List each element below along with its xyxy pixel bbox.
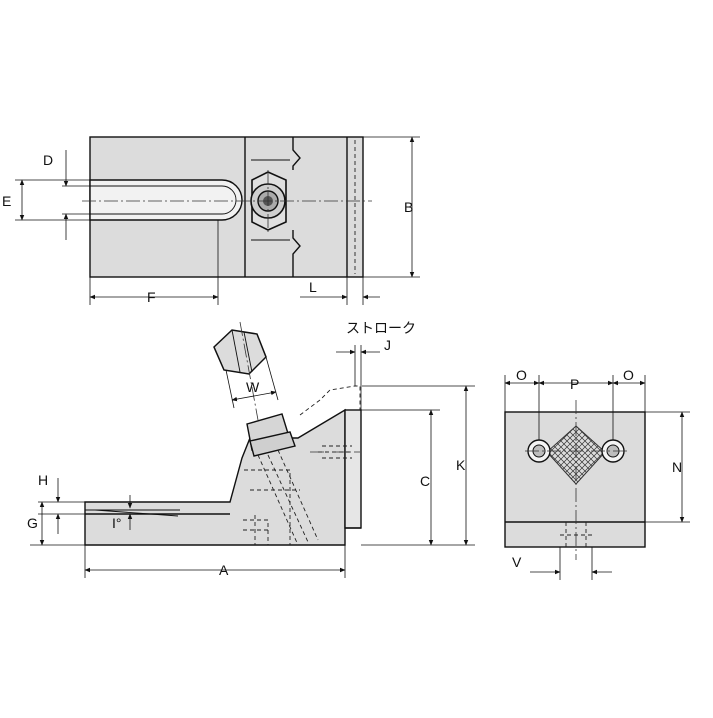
inclined-bolt xyxy=(244,413,319,546)
label-stroke: ストローク xyxy=(346,320,416,336)
label-A: A xyxy=(219,562,229,578)
top-view-dimensions: D E B F L xyxy=(2,136,420,305)
label-K: K xyxy=(456,457,466,473)
label-W: W xyxy=(246,379,260,395)
label-C: C xyxy=(420,473,430,489)
label-F: F xyxy=(147,289,156,305)
label-H: H xyxy=(38,472,48,488)
label-D: D xyxy=(43,152,53,168)
label-J: J xyxy=(384,337,391,353)
label-V: V xyxy=(512,554,522,570)
label-E: E xyxy=(2,193,11,209)
front-view xyxy=(84,321,362,546)
label-I: I° xyxy=(112,515,122,531)
front-view-body xyxy=(84,408,346,546)
label-O-left: O xyxy=(516,367,527,383)
hex-bolt-head xyxy=(213,321,267,421)
label-L: L xyxy=(309,279,317,295)
side-view xyxy=(504,400,646,560)
top-view xyxy=(82,136,372,278)
label-G: G xyxy=(27,515,38,531)
top-view-slot xyxy=(89,179,243,221)
label-N: N xyxy=(672,459,682,475)
label-O-right: O xyxy=(623,367,634,383)
label-B: B xyxy=(404,199,413,215)
side-view-dimensions: O P O N V xyxy=(504,367,690,580)
front-view-jaw xyxy=(344,409,362,529)
front-view-dimensions: A C K ストローク J W H G I° xyxy=(27,320,475,578)
label-P: P xyxy=(570,376,579,392)
